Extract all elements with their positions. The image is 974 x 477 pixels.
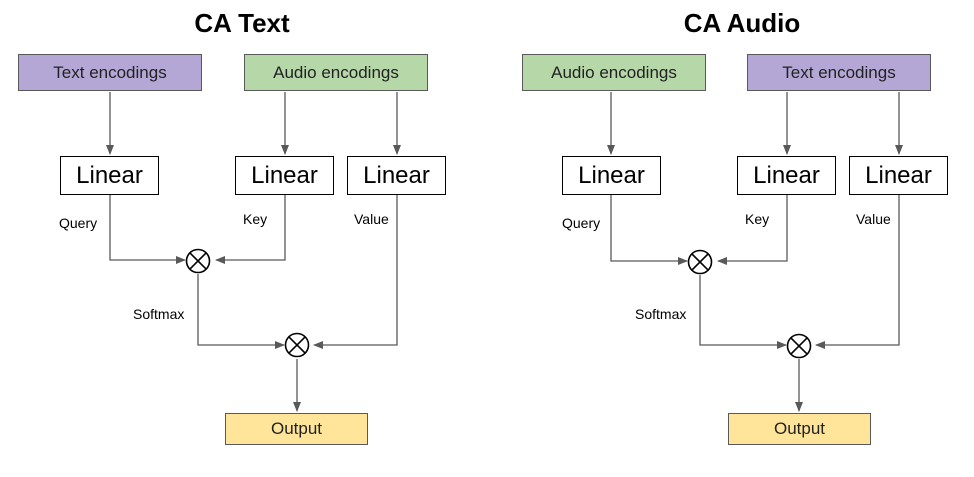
softmax-label: Softmax: [133, 306, 185, 322]
text-encodings-box: Text encodings: [747, 54, 931, 91]
arrow-softmax-to-mult: [197, 274, 285, 349]
audio-encodings-box: Audio encodings: [244, 54, 428, 91]
softmax-label: Softmax: [635, 306, 687, 322]
audio-encodings-box: Audio encodings: [522, 54, 706, 91]
key-label: Key: [243, 211, 268, 227]
query-linear-box: Linear: [60, 156, 159, 195]
connector-lines: [607, 92, 903, 412]
arrow-key-to-mult: [717, 195, 788, 265]
ca-text-panel: CA Text Text encodings Audio encodings L…: [18, 8, 446, 445]
arrow-query-to-mult: [109, 195, 186, 264]
value-linear-box: Linear: [347, 156, 446, 195]
arrow-value-to-mult: [815, 195, 900, 349]
arrow-key-to-mult: [215, 195, 286, 264]
multiply-icon-qk: [185, 248, 211, 274]
value-label: Value: [856, 211, 891, 227]
multiply-icon-v: [786, 333, 812, 359]
key-linear-box: Linear: [235, 156, 334, 195]
query-linear-box: Linear: [562, 156, 661, 195]
key-label: Key: [745, 211, 770, 227]
panel-title: CA Text: [194, 8, 290, 38]
panel-title: CA Audio: [683, 8, 801, 38]
key-linear-box: Linear: [737, 156, 836, 195]
query-label: Query: [562, 215, 601, 231]
arrow-value-to-mult: [313, 195, 398, 349]
ca-audio-panel: CA Audio Audio encodings Text encodings …: [487, 0, 974, 477]
value-label: Value: [354, 211, 389, 227]
multiply-icon-qk: [687, 249, 713, 275]
multiply-icon-v: [284, 332, 310, 358]
output-box: Output: [728, 413, 871, 445]
arrow-softmax-to-mult: [699, 275, 787, 349]
value-linear-box: Linear: [849, 156, 948, 195]
connector-lines: [106, 92, 401, 412]
query-label: Query: [59, 215, 98, 231]
text-encodings-box: Text encodings: [18, 54, 202, 91]
output-box: Output: [225, 413, 368, 445]
arrow-query-to-mult: [610, 195, 688, 265]
